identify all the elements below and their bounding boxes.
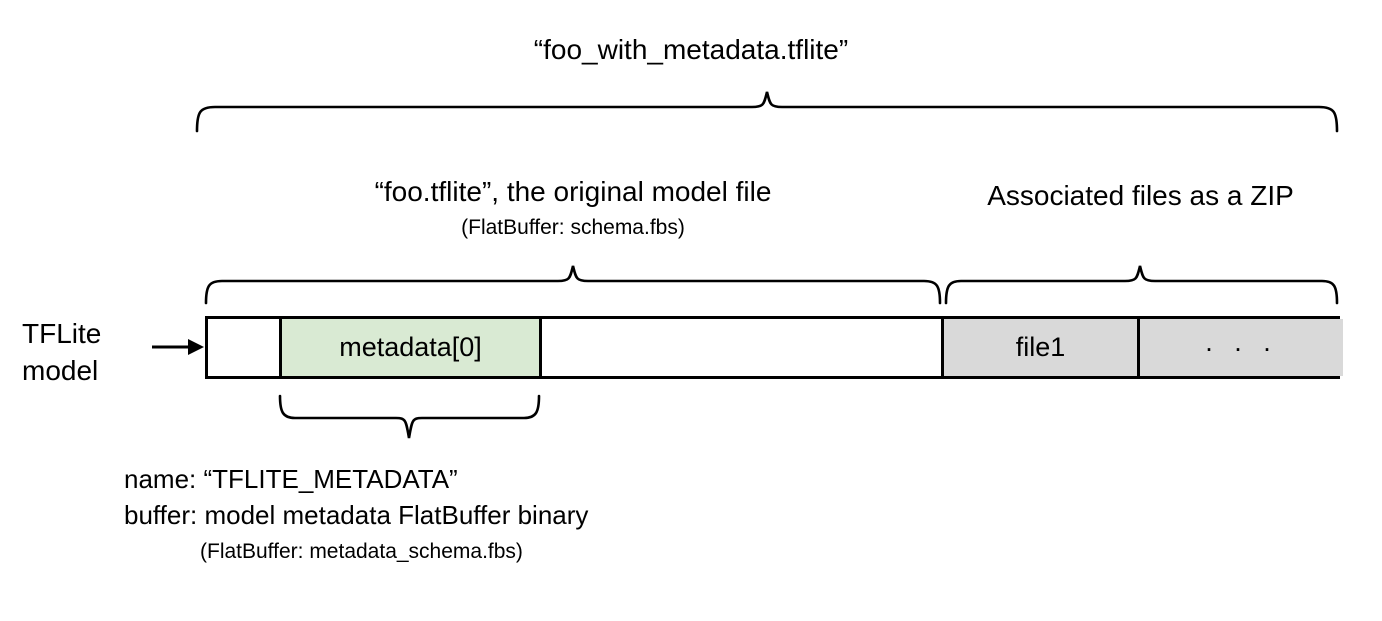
brace-metadata-detail xyxy=(278,394,541,439)
section-sublabel-model-file: (FlatBuffer: schema.fbs) xyxy=(461,216,685,239)
right-arrow-icon xyxy=(152,339,204,355)
bar-cell-metadata-label: metadata[0] xyxy=(339,331,482,362)
metadata-note: name: “TFLITE_METADATA” buffer: model me… xyxy=(124,462,588,567)
diagram-title: “foo_with_metadata.tflite” xyxy=(533,34,849,65)
bar-cell-file1: file1 xyxy=(941,319,1137,376)
side-label-line-1: TFLite xyxy=(22,318,102,349)
side-label-line-2: model xyxy=(22,354,99,386)
metadata-note-buffer: buffer: model metadata FlatBuffer binary xyxy=(124,499,589,530)
bar-cell-metadata: metadata[0] xyxy=(279,319,542,376)
metadata-note-schema: (FlatBuffer: metadata_schema.fbs) xyxy=(200,539,523,563)
bar-cell-file1-label: file1 xyxy=(1015,331,1066,362)
brace-whole-file xyxy=(195,91,1339,133)
side-label-tflite-model: TFLite model xyxy=(22,316,162,390)
section-label-zip: Associated files as a ZIP xyxy=(987,180,1294,211)
section-label-model-file: “foo.tflite”, the original model file xyxy=(374,176,772,207)
metadata-note-name: name: “TFLITE_METADATA” xyxy=(124,464,458,494)
tflite-model-bar: metadata[0] file1 . . . xyxy=(205,316,1343,379)
brace-model-file xyxy=(204,265,942,305)
bar-cell-more-label: . . . xyxy=(1205,326,1278,357)
brace-zip xyxy=(944,265,1339,305)
bar-cell-more: . . . xyxy=(1137,319,1343,376)
